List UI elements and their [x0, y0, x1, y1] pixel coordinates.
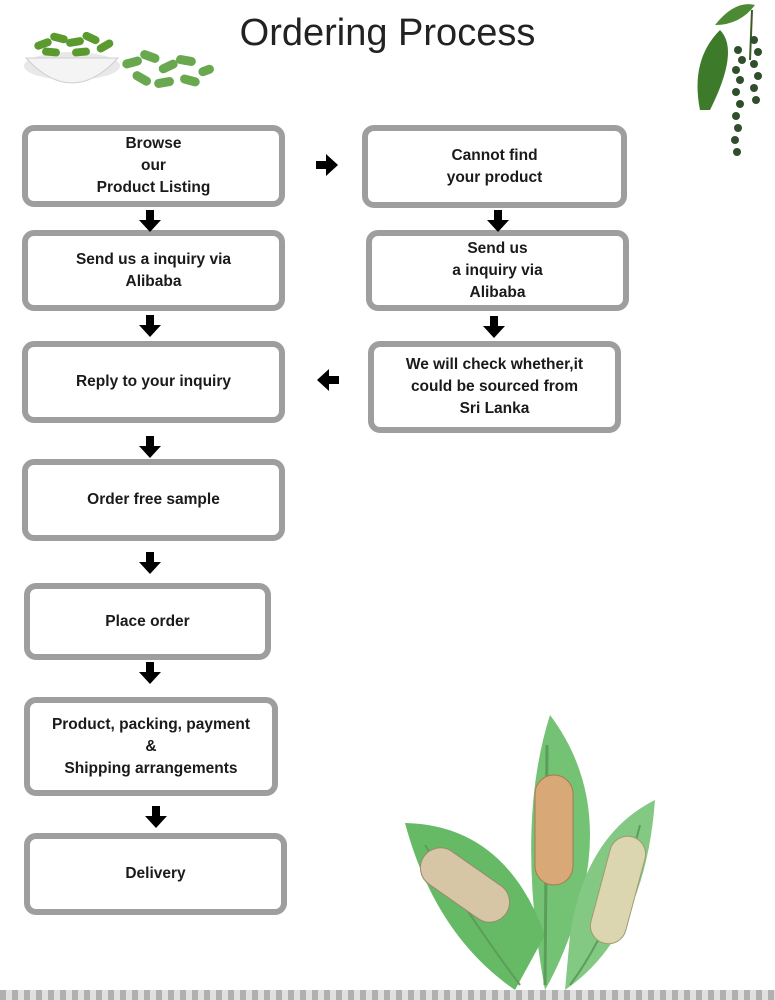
- page-title: Ordering Process: [239, 12, 536, 54]
- arrow-down-icon: [145, 806, 167, 828]
- arrow-right-icon: [316, 154, 338, 176]
- step-check-sri-lanka-source: We will check whether,it could be source…: [368, 341, 621, 433]
- step-reply-inquiry: Reply to your inquiry: [22, 341, 285, 423]
- arrow-down-icon: [139, 210, 161, 232]
- capsules-on-leaves-image: [405, 715, 655, 990]
- step-place-order: Place order: [24, 583, 271, 660]
- pepper-vine-image: [697, 4, 762, 156]
- arrow-down-icon: [139, 662, 161, 684]
- decorative-bottom-border: [0, 990, 775, 1000]
- step-cannot-find-product: Cannot find your product: [362, 125, 627, 208]
- arrow-down-icon: [139, 315, 161, 337]
- arrow-down-icon: [139, 552, 161, 574]
- step-delivery: Delivery: [24, 833, 287, 915]
- step-arrangements: Product, packing, payment & Shipping arr…: [24, 697, 278, 796]
- arrow-left-icon: [317, 369, 339, 391]
- step-browse-products: Browse our Product Listing: [22, 125, 285, 207]
- step-send-inquiry-alibaba-right: Send us a inquiry via Alibaba: [366, 230, 629, 311]
- arrow-down-icon: [139, 436, 161, 458]
- arrow-down-icon: [487, 210, 509, 232]
- step-send-inquiry-alibaba: Send us a inquiry via Alibaba: [22, 230, 285, 311]
- green-capsules-bowl-image: [24, 31, 214, 88]
- arrow-down-icon: [483, 316, 505, 338]
- step-order-free-sample: Order free sample: [22, 459, 285, 541]
